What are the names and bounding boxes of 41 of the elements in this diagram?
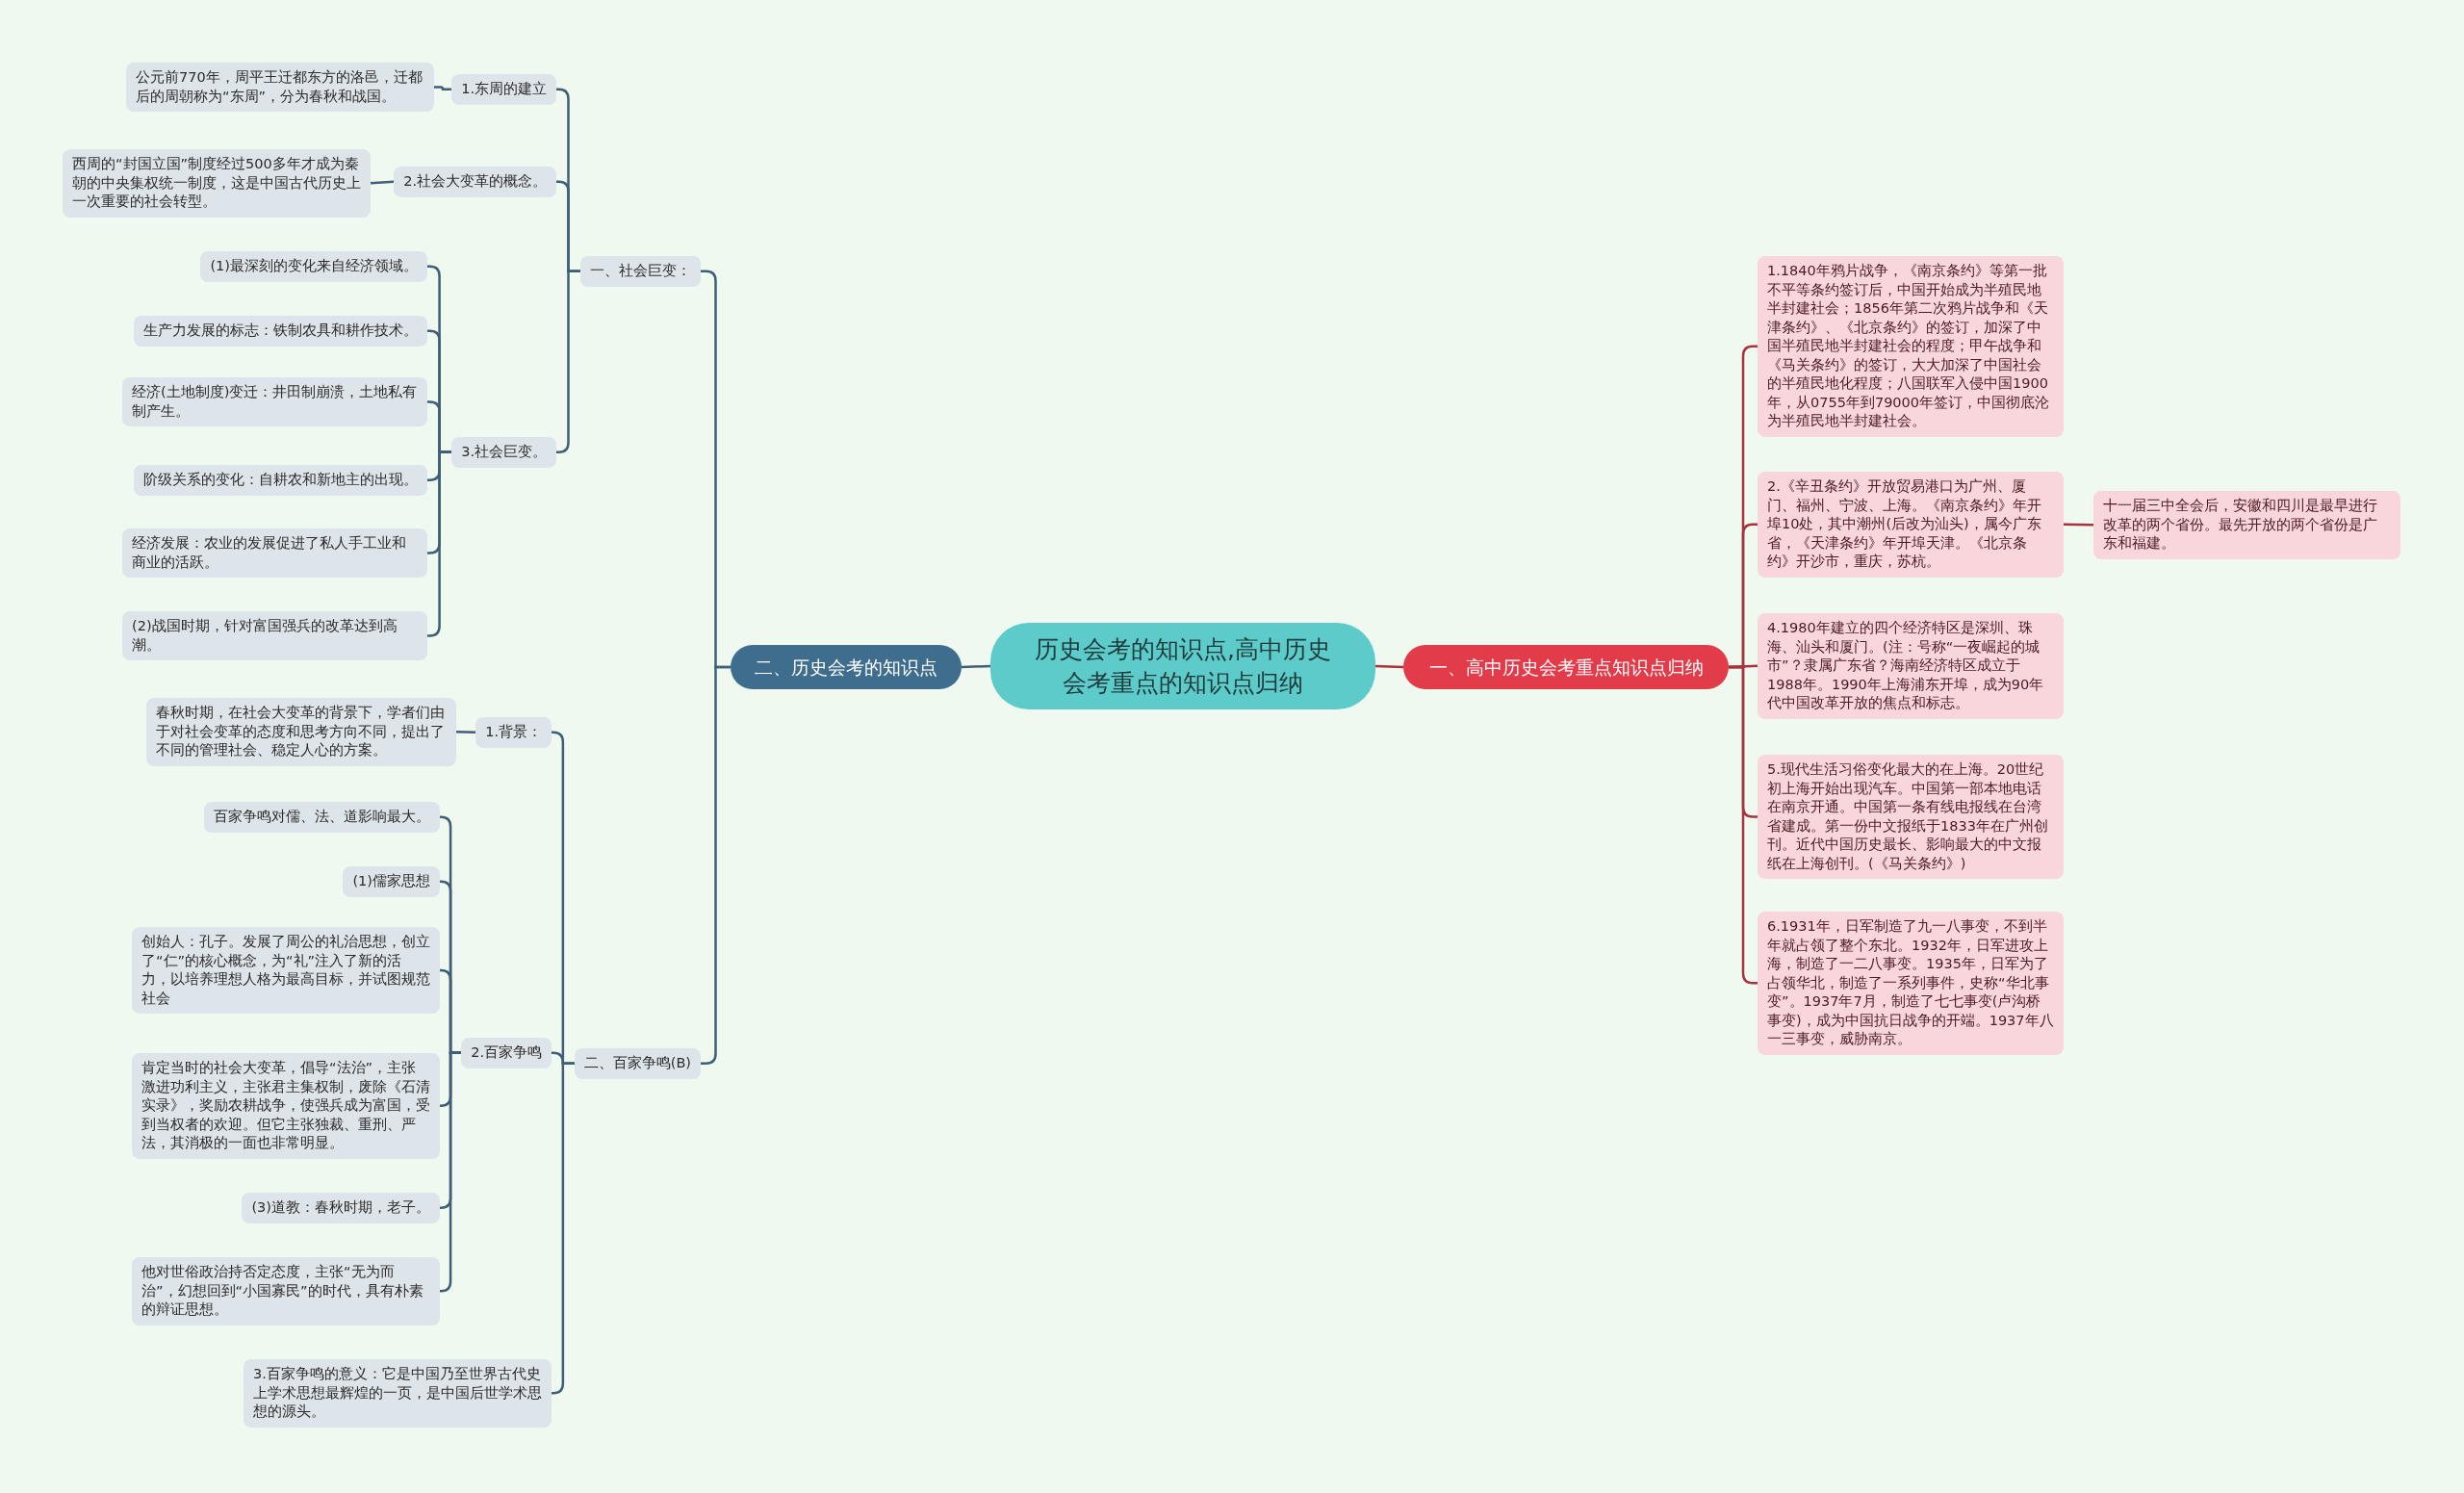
branch-topic: 二、历史会考的知识点 [731, 645, 962, 689]
topic-box: 公元前770年，周平王迁都东方的洛邑，迁都后的周朝称为“东周”，分为春秋和战国。 [126, 63, 434, 112]
connector [1374, 664, 1404, 669]
topic-box: 二、百家争鸣(B) [574, 1048, 701, 1079]
topic-box: 1.东周的建立 [451, 74, 556, 105]
topic-box: 肯定当时的社会大变革，倡导“法治”，主张激进功利主义，主张君主集权制，废除《石清实录》，奖励农耕战争，使强兵成为富国，受到当权者的欢迎。但它主张独裁、重刑、严法，其消极的一面也非常明显。 [132, 1053, 440, 1159]
connector [556, 270, 580, 453]
topic-box: 3.社会巨变。 [451, 437, 556, 468]
topic-box: (2)战国时期，针对富国强兵的改革达到高潮。 [122, 611, 427, 660]
topic-box: 4.1980年建立的四个经济特区是深圳、珠海、汕头和厦门。(注：号称“一夜崛起的城市”？隶属广东省？海南经济特区成立于1988年。1990年上海浦东开埠，成为90年代中国改革开放的焦点和标志。 [1758, 613, 2064, 719]
topic-box: (3)道教：春秋时期，老子。 [242, 1193, 440, 1223]
topic-box: 阶级关系的变化：自耕农和新地主的出现。 [134, 465, 427, 496]
connector [434, 86, 452, 90]
topic-box: 2.百家争鸣 [461, 1038, 552, 1068]
topic-box: 十一届三中全会后，安徽和四川是最早进行改革的两个省份。最先开放的两个省份是广东和福建。 [2093, 491, 2400, 559]
topic-box: (1)最深刻的变化来自经济领域。 [200, 251, 427, 282]
branch-topic: 一、高中历史会考重点知识点归纳 [1403, 645, 1729, 689]
connector [2063, 523, 2094, 527]
central-topic: 历史会考的知识点,高中历史会考重点的知识点归纳 [990, 623, 1375, 709]
connector [551, 1062, 575, 1395]
topic-box: 生产力发展的标志：铁制农具和耕作技术。 [134, 316, 427, 347]
topic-box: 6.1931年，日军制造了九一八事变，不到半年就占领了整个东北。1932年，日军进攻上海，制造了一二八事变。1935年，日军为了占领华北，制造了一系列事件，史称“华北事变”。1937年7月，制造了七七事变(卢沟桥事变)，成为中国抗日战争的开端。1937年八一三事变，威胁南京。 [1758, 912, 2064, 1055]
topic-box: 1.背景： [475, 717, 552, 748]
topic-box: 一、社会巨变： [580, 256, 701, 287]
topic-box: 西周的“封国立国”制度经过500多年才成为秦朝的中央集权统一制度，这是中国古代历史上一次重要的社会转型。 [63, 149, 371, 218]
topic-box: 3.百家争鸣的意义：它是中国乃至世界古代史上学术思想最辉煌的一页，是中国后世学术思想的源头。 [244, 1359, 552, 1428]
topic-box: 创始人：孔子。发展了周公的礼治思想，创立了“仁”的核心概念，为“礼”注入了新的活力，以培养理想人格为最高目标，并试图规范社会 [132, 927, 440, 1014]
topic-box: 春秋时期，在社会大变革的背景下，学者们由于对社会变革的态度和思考方向不同，提出了不同的管理社会、稳定人心的方案。 [146, 698, 456, 766]
connector [961, 664, 991, 669]
topic-box: 2.社会大变革的概念。 [394, 167, 556, 197]
topic-box: 5.现代生活习俗变化最大的在上海。20世纪初上海开始出现汽车。中国第一部本地电话在南京开通。中国第一条有线电报线在台湾省建成。第一份中文报纸于1833年在广州创刊。近代中国历史最长、影响最大的中文报纸在上海创刊。(《马关条约》) [1758, 755, 2064, 879]
connector [455, 731, 476, 734]
topic-box: (1)儒家思想 [343, 866, 440, 897]
topic-box: 经济发展：农业的发展促进了私人手工业和商业的活跃。 [122, 528, 427, 578]
connector [427, 450, 452, 637]
topic-box: 2.《辛丑条约》开放贸易港口为广州、厦门、福州、宁波、上海。《南京条约》年开埠10处，其中潮州(后改为汕头)，属今广东省，《天津条约》年开埠天津。《北京条约》开沙市，重庆，苏杭。 [1758, 472, 2064, 578]
connector [370, 180, 395, 185]
topic-box: 经济(土地制度)变迁：井田制崩溃，土地私有制产生。 [122, 377, 427, 426]
topic-box: 1.1840年鸦片战争，《南京条约》等第一批不平等条约签订后，中国开始成为半殖民地半封建社会；1856年第二次鸦片战争和《天津条约》、《北京条约》的签订，加深了中国半殖民地半封建社会的程度；甲午战争和《马关条约》的签订，大大加深了中国社会的半殖民地化程度；八国联军入侵中国1900年，从0755年到79000年签订，中国彻底沦为半殖民地半封建社会。 [1758, 256, 2064, 437]
topic-box: 他对世俗政治持否定态度，主张“无为而治”，幻想回到“小国寡民”的时代，具有朴素的辩证思想。 [132, 1257, 440, 1326]
topic-box: 百家争鸣对儒、法、道影响最大。 [204, 802, 440, 833]
